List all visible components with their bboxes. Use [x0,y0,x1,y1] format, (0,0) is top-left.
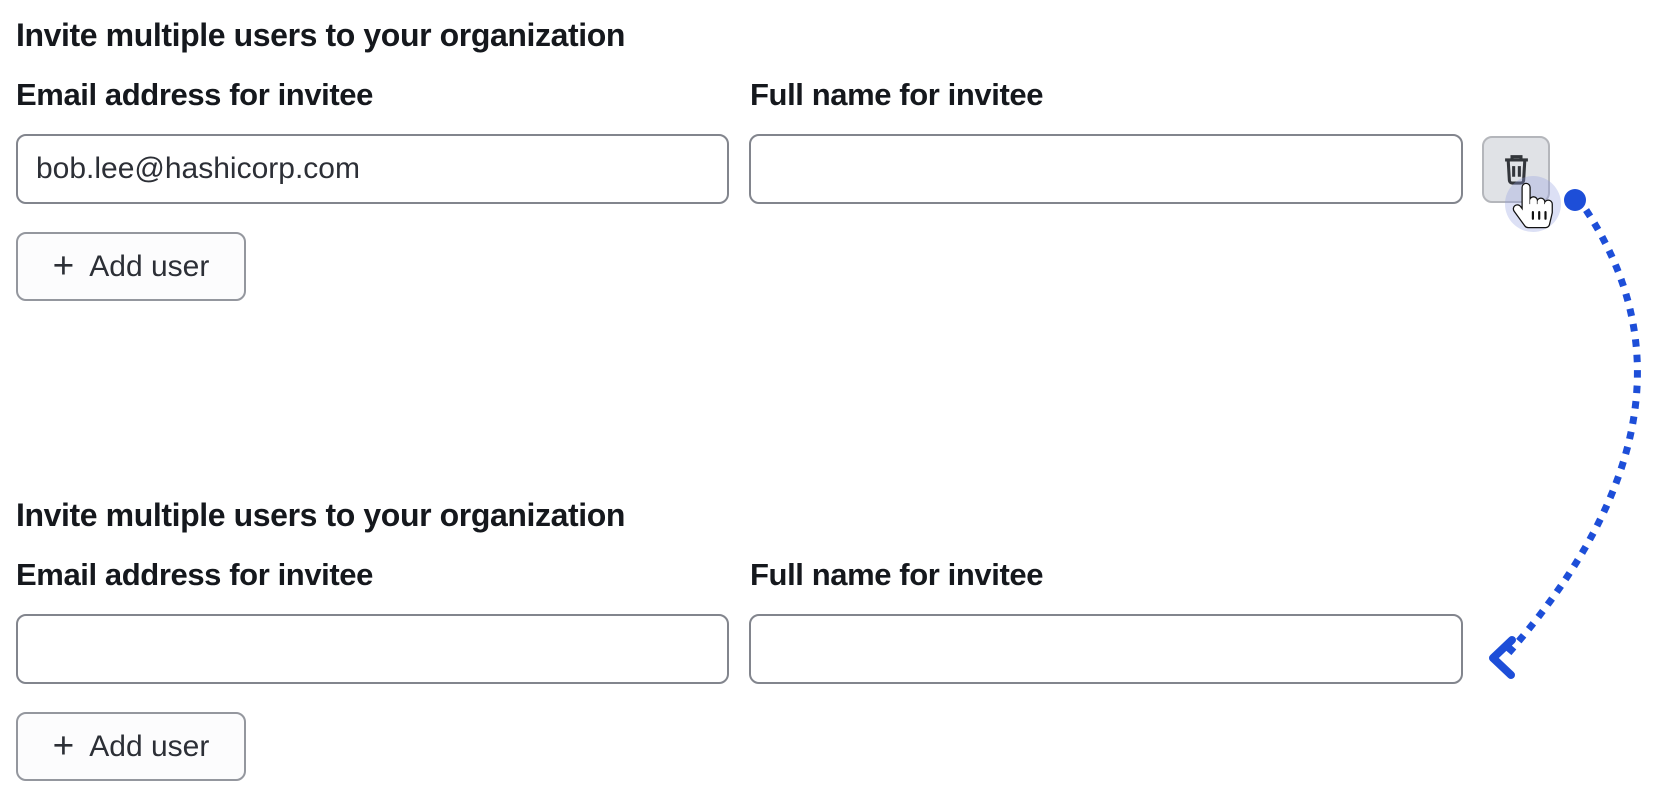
email-label: Email address for invitee [16,557,373,592]
email-input[interactable] [16,614,729,684]
email-label: Email address for invitee [16,77,373,112]
full-name-input[interactable] [749,614,1463,684]
invite-users-form-1: Invite multiple users to your organizati… [0,0,1672,320]
full-name-label: Full name for invitee [750,557,1044,592]
delete-row-button[interactable] [1482,136,1550,203]
trash-icon [1504,155,1528,185]
plus-icon: + [52,244,75,286]
full-name-label: Full name for invitee [750,77,1044,112]
add-user-label: Add user [89,249,210,283]
form-heading: Invite multiple users to your organizati… [16,497,626,533]
plus-icon: + [52,724,75,766]
full-name-input[interactable] [749,134,1463,204]
add-user-button[interactable]: + Add user [16,232,246,301]
add-user-label: Add user [89,729,210,763]
email-input[interactable] [16,134,729,204]
form-heading: Invite multiple users to your organizati… [16,17,626,53]
invite-users-form-2: Invite multiple users to your organizati… [0,480,1672,800]
add-user-button[interactable]: + Add user [16,712,246,781]
